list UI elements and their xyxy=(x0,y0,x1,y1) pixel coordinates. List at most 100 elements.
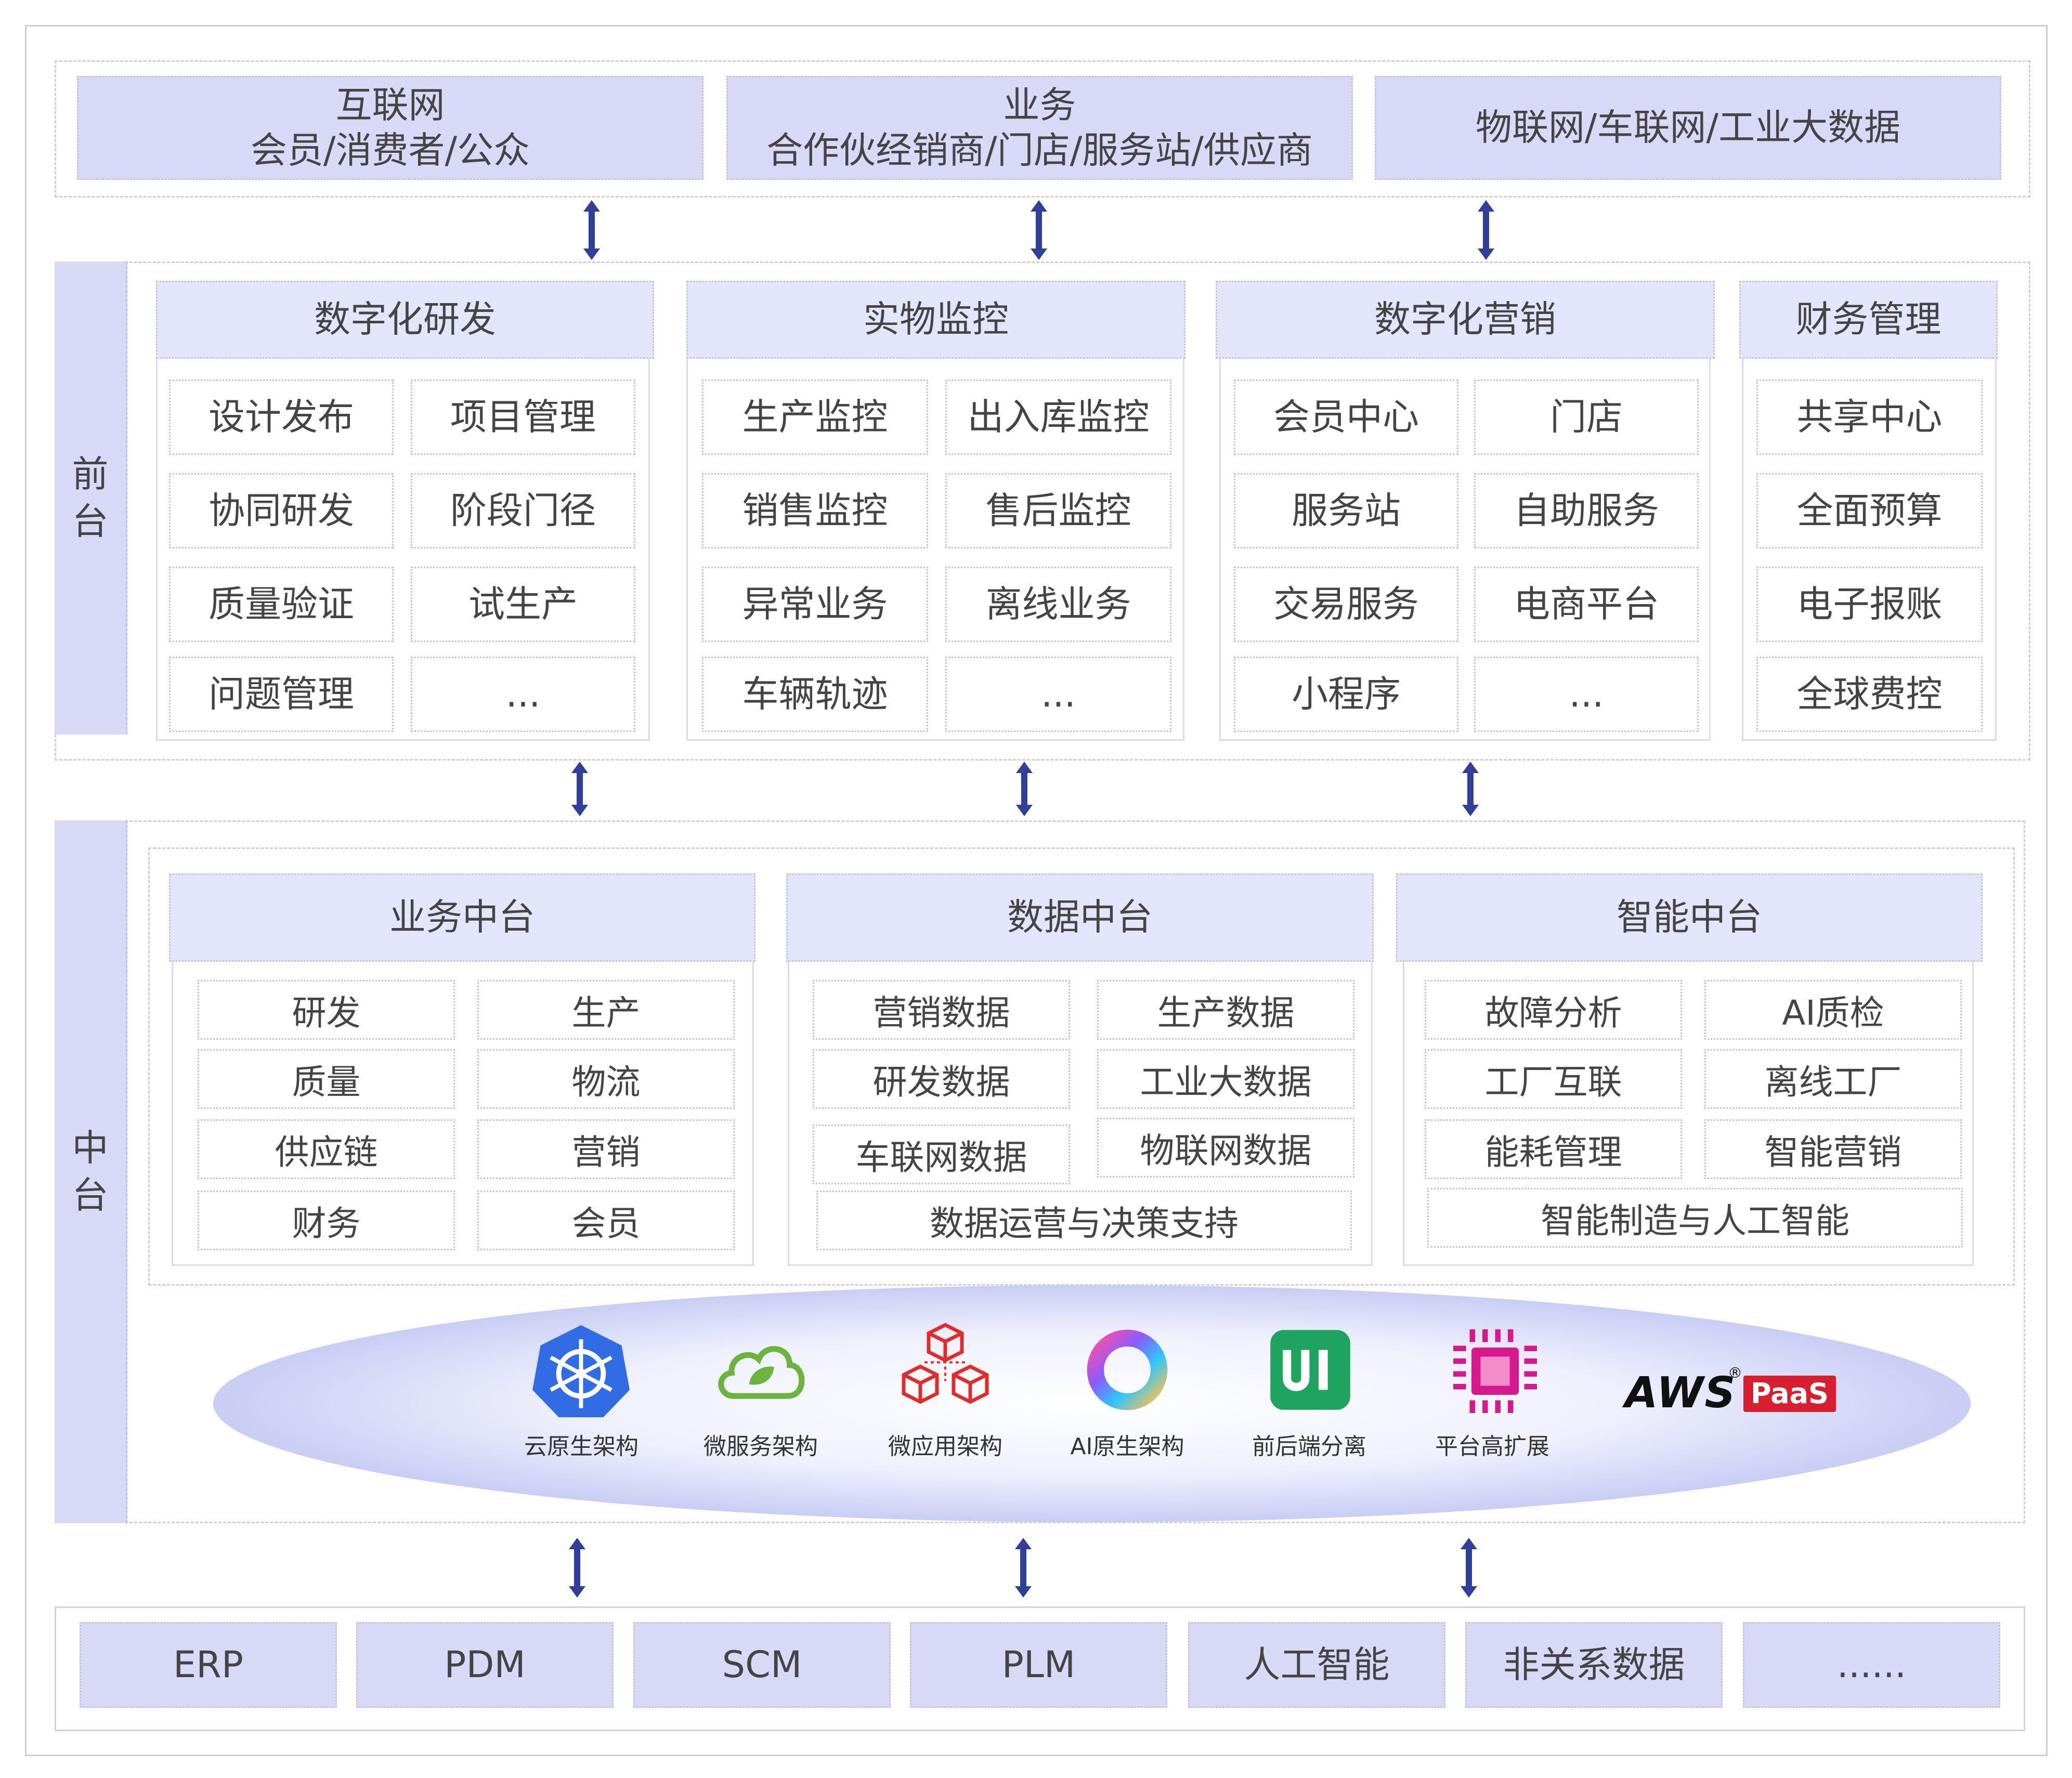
front-item: 协同研发 xyxy=(169,473,394,548)
front-group-title: 实物监控 xyxy=(686,281,1185,359)
registered-mark: ® xyxy=(1728,1364,1742,1381)
bottom-item: ERP xyxy=(80,1622,337,1708)
front-item: 阶段门径 xyxy=(411,473,635,548)
front-item: 售后监控 xyxy=(945,473,1171,548)
paas-badge: PaaS xyxy=(1743,1376,1836,1412)
double-arrow-icon xyxy=(1031,200,1047,260)
front-item: 共享中心 xyxy=(1756,380,1983,455)
middle-item: 财务 xyxy=(198,1191,455,1250)
kubernetes-icon xyxy=(532,1325,630,1418)
middle-item: 质量 xyxy=(198,1049,455,1109)
front-item: 门店 xyxy=(1474,380,1699,455)
ui-icon xyxy=(1270,1330,1350,1410)
middle-sidebar-label: 中 台 xyxy=(55,820,127,1523)
middle-label-char: 中 xyxy=(72,1127,109,1169)
front-item: 服务站 xyxy=(1234,473,1458,548)
tech-label: AI原生架构 xyxy=(1070,1433,1184,1460)
top-box-line1: 业务 xyxy=(1003,83,1076,126)
front-item: 会员中心 xyxy=(1234,380,1458,455)
middle-item: AI质检 xyxy=(1704,980,1962,1040)
middle-item: 供应链 xyxy=(198,1119,455,1179)
bottom-item: ...... xyxy=(1743,1622,2000,1708)
middle-item: 物流 xyxy=(477,1049,735,1109)
front-item: 质量验证 xyxy=(169,567,394,642)
chip-icon xyxy=(1453,1329,1537,1413)
front-item: 全球费控 xyxy=(1756,657,1983,732)
middle-item: 离线工厂 xyxy=(1704,1049,1962,1109)
spring-cloud-icon xyxy=(718,1346,805,1399)
aws-paas-logo: AWS ® PaaS xyxy=(1625,1364,1854,1419)
front-group-title: 数字化研发 xyxy=(156,281,654,359)
top-box-line2: 合作伙经销商/门店/服务站/供应商 xyxy=(766,129,1313,172)
top-row xyxy=(55,60,2030,198)
double-arrow-icon xyxy=(1462,762,1479,816)
middle-item: 智能营销 xyxy=(1704,1119,1962,1179)
middle-item: 营销数据 xyxy=(813,980,1070,1040)
front-sidebar-label: 前 台 xyxy=(55,262,127,735)
front-label-char: 台 xyxy=(72,500,109,543)
bottom-row xyxy=(55,1606,2025,1731)
middle-item: 物联网数据 xyxy=(1097,1118,1354,1178)
top-box-line1: 物联网/车联网/工业大数据 xyxy=(1475,106,1901,149)
top-box-iot: 物联网/车联网/工业大数据 xyxy=(1375,76,2001,180)
front-item: 交易服务 xyxy=(1234,567,1458,642)
middle-group-title: 数据中台 xyxy=(786,873,1374,962)
middle-footer-item: 数据运营与决策支持 xyxy=(816,1191,1352,1250)
front-item: 生产监控 xyxy=(702,380,928,455)
front-item: 问题管理 xyxy=(169,657,394,732)
tech-platform-ellipse xyxy=(213,1285,1971,1522)
top-box-internet: 互联网 会员/消费者/公众 xyxy=(77,76,703,180)
front-item: 试生产 xyxy=(411,567,635,642)
outer-frame xyxy=(25,25,2048,1756)
front-item: 项目管理 xyxy=(411,380,635,455)
tech-label: 平台高扩展 xyxy=(1435,1433,1549,1460)
front-item: 销售监控 xyxy=(702,473,928,548)
middle-item: 生产 xyxy=(477,980,735,1040)
double-arrow-icon xyxy=(569,1538,585,1598)
double-arrow-icon xyxy=(1478,200,1494,260)
middle-item: 车联网数据 xyxy=(813,1125,1070,1184)
front-item: 出入库监控 xyxy=(945,380,1171,455)
front-item: 离线业务 xyxy=(945,567,1171,642)
front-group-title: 财务管理 xyxy=(1739,281,1998,359)
front-item: 全面预算 xyxy=(1756,473,1983,548)
ai-ring-icon xyxy=(1087,1329,1168,1410)
bottom-item: PLM xyxy=(910,1622,1167,1708)
bottom-item: SCM xyxy=(633,1622,891,1708)
bottom-item: 人工智能 xyxy=(1188,1622,1445,1708)
front-label-char: 前 xyxy=(72,453,109,495)
aws-wordmark: AWS xyxy=(1625,1368,1737,1418)
middle-item: 营销 xyxy=(477,1119,735,1179)
middle-label-char: 台 xyxy=(72,1174,109,1217)
middle-item: 研发数据 xyxy=(813,1049,1070,1109)
front-item: 设计发布 xyxy=(169,380,394,455)
middle-item: 会员 xyxy=(477,1191,735,1250)
middle-group-title: 智能中台 xyxy=(1396,873,1983,962)
double-arrow-icon xyxy=(1461,1538,1477,1598)
bottom-item: PDM xyxy=(356,1622,614,1708)
front-item: 异常业务 xyxy=(702,567,928,642)
middle-item: 生产数据 xyxy=(1097,980,1354,1040)
tech-label: 微应用架构 xyxy=(888,1433,1002,1460)
bottom-item: 非关系数据 xyxy=(1465,1622,1723,1708)
front-item: ... xyxy=(411,657,635,732)
front-item: ... xyxy=(1474,657,1699,732)
top-box-line1: 互联网 xyxy=(335,83,445,126)
double-arrow-icon xyxy=(571,762,588,816)
tech-label: 云原生架构 xyxy=(524,1433,638,1460)
middle-item: 能耗管理 xyxy=(1425,1119,1682,1179)
middle-inner-frame xyxy=(148,847,2015,1286)
middle-item: 故障分析 xyxy=(1425,980,1682,1040)
front-group-title: 数字化营销 xyxy=(1216,281,1715,359)
double-arrow-icon xyxy=(1015,1538,1032,1598)
middle-item: 工厂互联 xyxy=(1425,1049,1682,1109)
tech-label: 微服务架构 xyxy=(703,1433,818,1460)
front-item: 车辆轨迹 xyxy=(702,657,928,732)
front-item: 小程序 xyxy=(1234,657,1458,732)
front-item: 自助服务 xyxy=(1474,473,1699,548)
middle-group-title: 业务中台 xyxy=(169,873,755,962)
middle-item: 工业大数据 xyxy=(1097,1049,1354,1109)
top-box-business: 业务 合作伙经销商/门店/服务站/供应商 xyxy=(726,76,1353,180)
top-box-line2: 会员/消费者/公众 xyxy=(250,129,530,172)
front-item: ... xyxy=(945,657,1171,732)
